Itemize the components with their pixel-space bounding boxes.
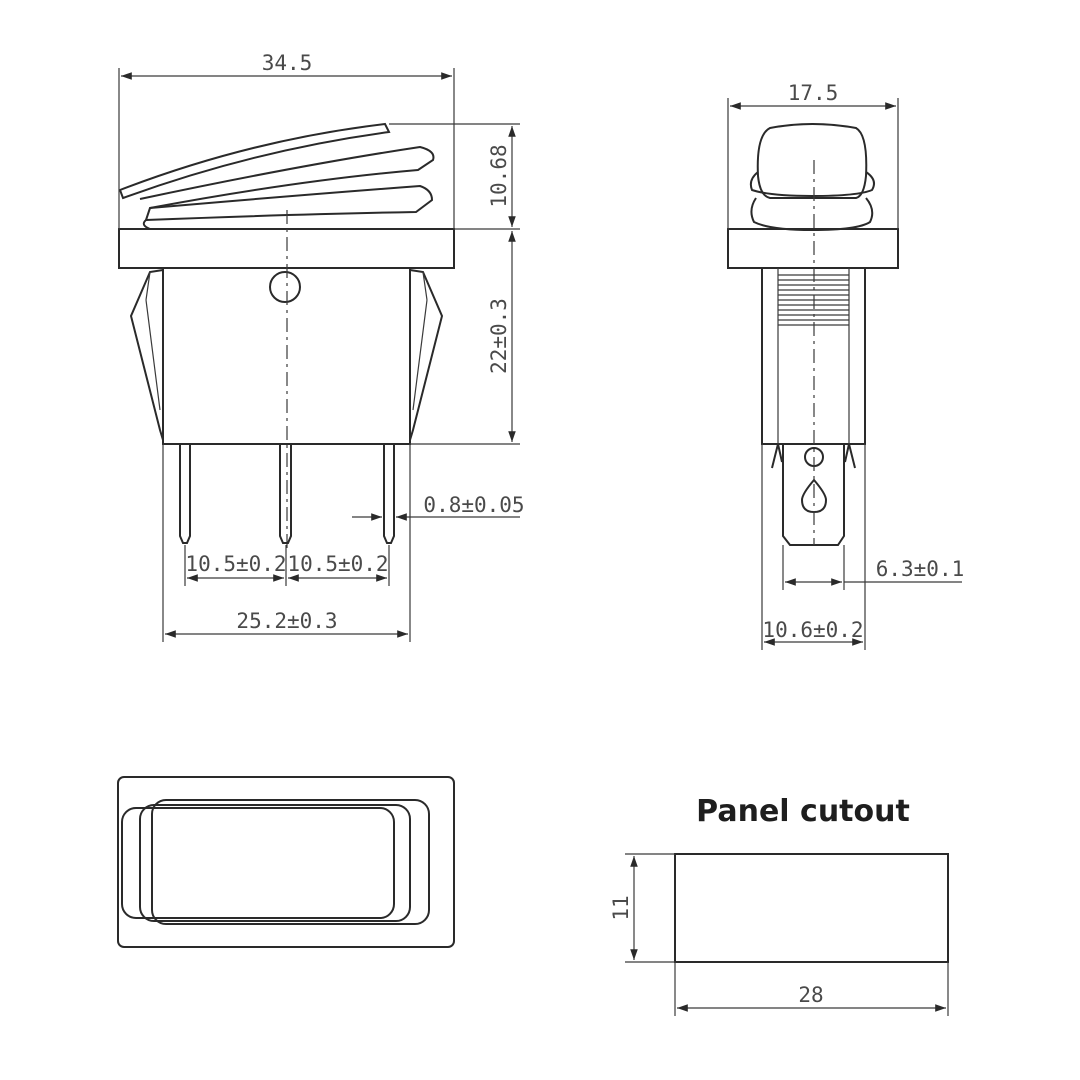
dim-pitch-left: 10.5±0.2 bbox=[185, 552, 286, 576]
dim-width-front: 34.5 bbox=[262, 51, 313, 75]
dim-width-side: 17.5 bbox=[788, 81, 839, 105]
side-flange bbox=[727, 228, 899, 269]
side-view bbox=[727, 123, 899, 546]
right-latch bbox=[409, 269, 444, 441]
panel-cutout: Panel cutout 11 28 bbox=[609, 794, 949, 1016]
front-view bbox=[118, 122, 455, 550]
top-rocker-face bbox=[121, 807, 395, 919]
dim-terminal-thickness: 0.8±0.05 bbox=[423, 493, 524, 517]
dim-cutout-height: 11 bbox=[609, 895, 633, 920]
top-flange bbox=[117, 776, 455, 948]
dim-pitch-right: 10.5±0.2 bbox=[287, 552, 388, 576]
dim-terminal-width: 6.3±0.1 bbox=[876, 557, 965, 581]
cutout-rectangle bbox=[674, 853, 949, 963]
top-bezel bbox=[151, 799, 430, 925]
dim-body-width: 25.2±0.3 bbox=[236, 609, 337, 633]
side-dimensions: 17.5 6.3±0.1 10.6±0.2 bbox=[727, 81, 965, 650]
left-latch bbox=[129, 269, 164, 441]
front-dimensions: 34.5 10.68 22±0.3 0.8±0.05 10.5±0.2 10.5… bbox=[118, 51, 525, 642]
lamp-hole bbox=[269, 271, 301, 303]
front-actuator bbox=[118, 122, 435, 230]
dim-body-height: 22±0.3 bbox=[487, 298, 511, 374]
dim-cutout-width: 28 bbox=[798, 983, 823, 1007]
side-actuator bbox=[756, 123, 868, 199]
top-rocker-back bbox=[139, 804, 411, 922]
panel-cutout-title: Panel cutout bbox=[696, 794, 910, 829]
dim-body-depth: 10.6±0.2 bbox=[762, 618, 863, 642]
top-view bbox=[117, 776, 455, 948]
front-terminals bbox=[179, 444, 395, 544]
dim-actuator-height: 10.68 bbox=[487, 144, 511, 207]
